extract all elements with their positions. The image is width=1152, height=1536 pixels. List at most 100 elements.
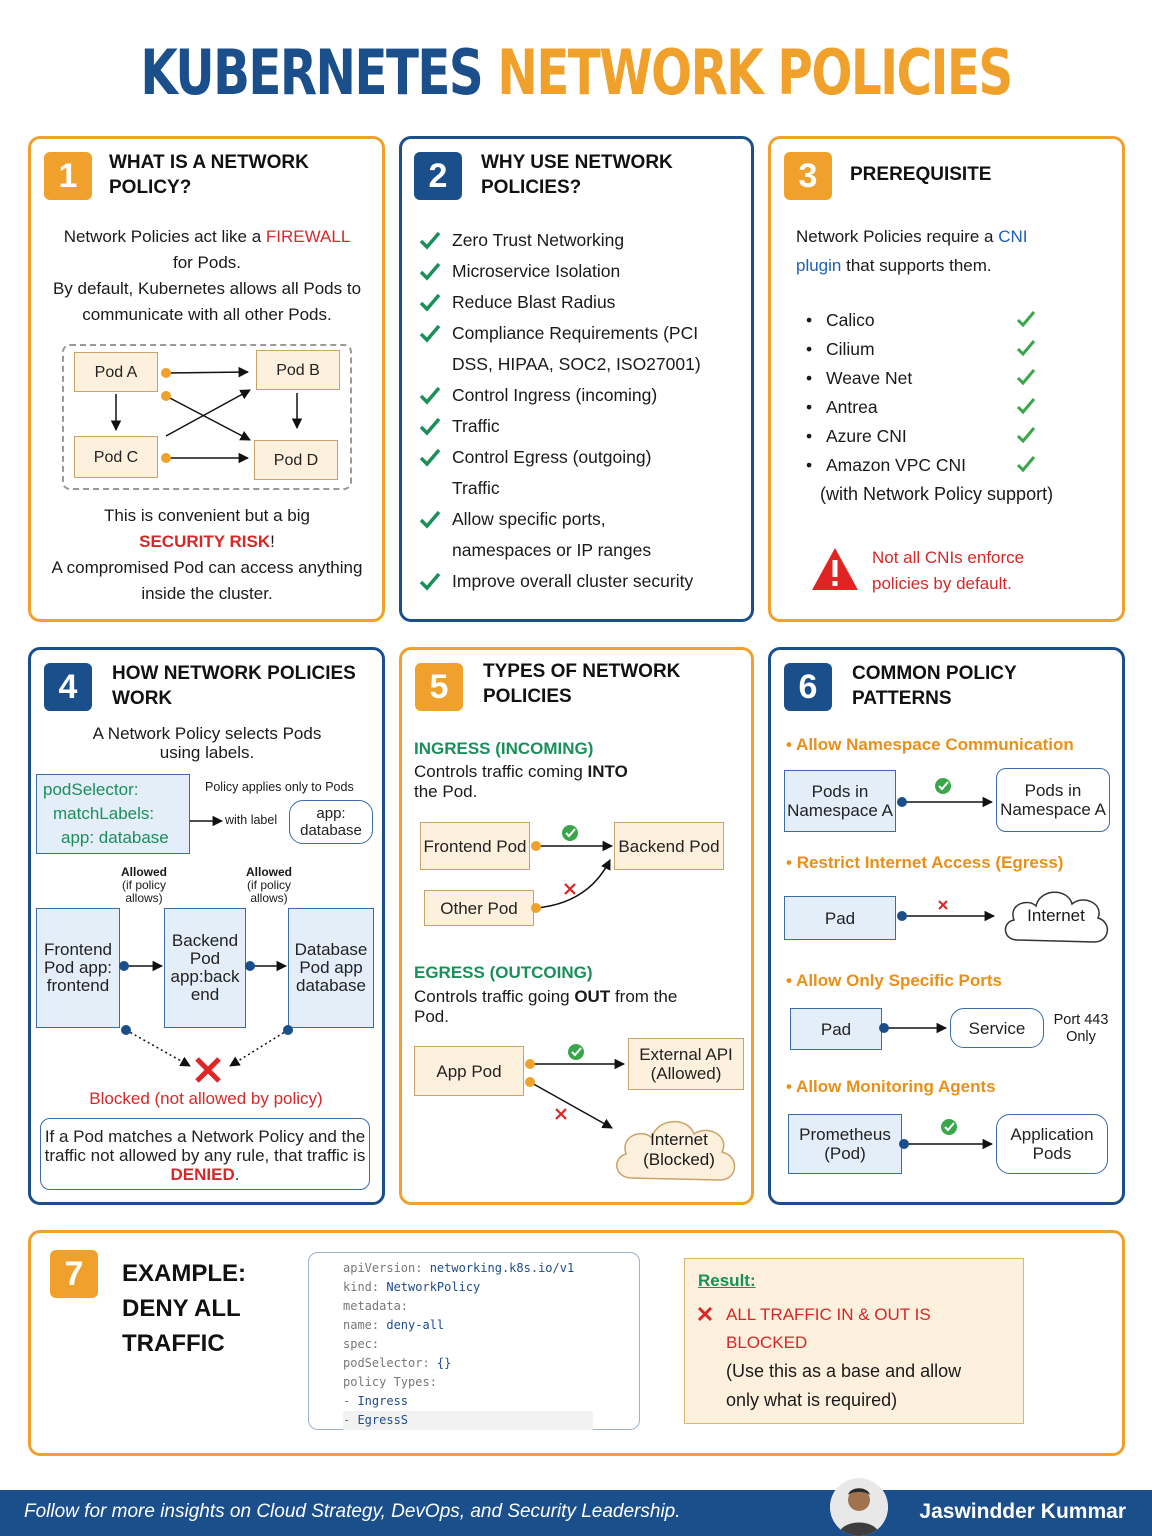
frontend-pod: Frontend Pod app: frontend (36, 908, 120, 1028)
warning-icon (812, 548, 858, 590)
section-number-7: 7 (50, 1250, 98, 1298)
why-item: Allow specific ports, (418, 504, 748, 535)
section-title-4: HOW NETWORK POLICIES WORK (112, 663, 356, 709)
code-line: podSelector: {} (343, 1356, 452, 1370)
why-item-cont: DSS, HIPAA, SOC2, ISO27001) (452, 354, 701, 374)
check-icon (419, 417, 441, 436)
check-icon (1016, 340, 1036, 357)
warning-text: Not all CNIs enforce policies by default… (872, 548, 1025, 593)
check-icon (419, 572, 441, 591)
internet-text: Internet (1027, 906, 1085, 925)
pod-c: Pod C (74, 436, 158, 478)
why-item: Zero Trust Networking (418, 225, 748, 256)
pod-a: Pod A (74, 352, 158, 392)
check-icon (1016, 311, 1036, 328)
why-item: Control Egress (outgoing) (418, 442, 748, 473)
code-line: kind: NetworkPolicy (343, 1280, 481, 1294)
author-name: Jaswindder Kummar (919, 1500, 1126, 1523)
check-icon (419, 448, 441, 467)
allowed-label-2: Allowed(if policy allows) (245, 865, 292, 905)
section-number-4: 4 (44, 663, 92, 711)
page-title: KUBERNETES NETWORK POLICIES (140, 36, 1013, 109)
check-icon (1016, 427, 1036, 444)
code-line: name: deny-all (343, 1318, 445, 1332)
pattern-title-4: Allow Monitoring Agents (786, 1077, 996, 1097)
cni-item: Antrea (806, 393, 1036, 422)
deny-rule-box: If a Pod matches a Network Policy and th… (40, 1118, 370, 1190)
s1-intro: Network Policies act like a FIREWALL for… (52, 227, 362, 324)
internet-cloud (1004, 891, 1108, 943)
avatar (830, 1478, 888, 1536)
backend-pod-5: Backend Pod (614, 822, 724, 870)
pattern-title-1: Allow Namespace Communication (786, 735, 1074, 755)
footer-text: Follow for more insights on Cloud Strate… (24, 1501, 681, 1522)
why-list: Zero Trust Networking Microservice Isola… (418, 225, 748, 597)
section-title-1: WHAT IS A NETWORK POLICY? (109, 152, 309, 198)
pad-box-2: Pad (790, 1008, 882, 1050)
blocked-text: Blocked (not allowed by policy) (89, 1089, 323, 1108)
result-line-2: BLOCKED (726, 1333, 808, 1352)
code-line: spec: (343, 1337, 380, 1351)
s4-intro: A Network Policy selects Pods using labe… (92, 724, 322, 762)
code-line: - Ingress (343, 1394, 409, 1408)
egress-heading: EGRESS (OUTCOING) (414, 963, 593, 982)
avatar-icon (830, 1478, 888, 1536)
check-icon (419, 510, 441, 529)
section-title-3: PREREQUISITE (850, 164, 992, 185)
port-note: Port 443 Only (1053, 1012, 1109, 1045)
internet-cloud-blocked (616, 1120, 736, 1181)
section-number-3: 3 (784, 152, 832, 200)
result-line-1: ALL TRAFFIC IN & OUT IS (726, 1305, 931, 1324)
why-item-cont: namespaces or IP ranges (452, 540, 652, 560)
pad-box-1: Pad (784, 896, 896, 940)
with-label-text: with label (225, 813, 278, 827)
ns-b-box: Pods in Namespace A (996, 768, 1110, 832)
result-line-3: (Use this as a base and allow (726, 1361, 962, 1381)
why-item: Improve overall cluster security (418, 566, 748, 597)
s3-intro: Network Policies require a CNI plugin th… (796, 227, 1028, 275)
card-why-use (399, 136, 754, 622)
blocked-x-icon (195, 1057, 221, 1083)
check-icon (1016, 369, 1036, 386)
section-number-2: 2 (414, 152, 462, 200)
cni-note: (with Network Policy support) (820, 484, 1054, 504)
result-box (684, 1258, 1024, 1424)
section-title-6: COMMON POLICY PATTERNS (852, 663, 1017, 709)
section-number-1: 1 (44, 152, 92, 200)
why-item: Reduce Blast Radius (418, 287, 748, 318)
allowed-label-1: Allowed(if policy allows) (120, 865, 167, 905)
app-pod: App Pod (414, 1046, 524, 1096)
check-icon (419, 324, 441, 343)
result-line-4: only what is required) (726, 1390, 898, 1410)
cni-item: Weave Net (806, 364, 1036, 393)
why-item: Traffic (418, 411, 748, 442)
s1-risk-text: This is convenient but a big SECURITY RI… (51, 506, 363, 603)
application-pods-box: Application Pods (996, 1114, 1108, 1174)
cni-item: Amazon VPC CNI (806, 451, 1036, 480)
pattern-title-3: Allow Only Specific Ports (786, 971, 1002, 991)
service-box: Service (950, 1008, 1044, 1048)
external-api-box: External API (Allowed) (628, 1038, 744, 1090)
check-icon (419, 262, 441, 281)
code-line: - EgressS (343, 1411, 593, 1430)
pod-diagram-frame (62, 344, 352, 490)
why-item-cont: Traffic (452, 478, 500, 498)
check-icon (1016, 398, 1036, 415)
section-number-5: 5 (415, 663, 463, 711)
pod-b: Pod B (256, 350, 340, 390)
check-icon (419, 386, 441, 405)
result-heading: Result: (698, 1271, 756, 1290)
label-box: app: database (289, 800, 373, 844)
other-pod: Other Pod (424, 890, 534, 926)
pod-d: Pod D (254, 440, 338, 480)
egress-desc: Controls traffic going OUT from the Pod. (414, 987, 678, 1026)
section-title-5: TYPES OF NETWORK POLICIES (483, 661, 681, 707)
prometheus-box: Prometheus (Pod) (788, 1114, 902, 1174)
cni-list: Calico Cilium Weave Net Antrea Azure CNI… (806, 306, 1036, 480)
pod-selector-box: podSelector: matchLabels: app: database (36, 774, 190, 854)
code-line: policy Types: (343, 1375, 437, 1389)
why-item: Microservice Isolation (418, 256, 748, 287)
code-line: metadata: (343, 1299, 409, 1313)
